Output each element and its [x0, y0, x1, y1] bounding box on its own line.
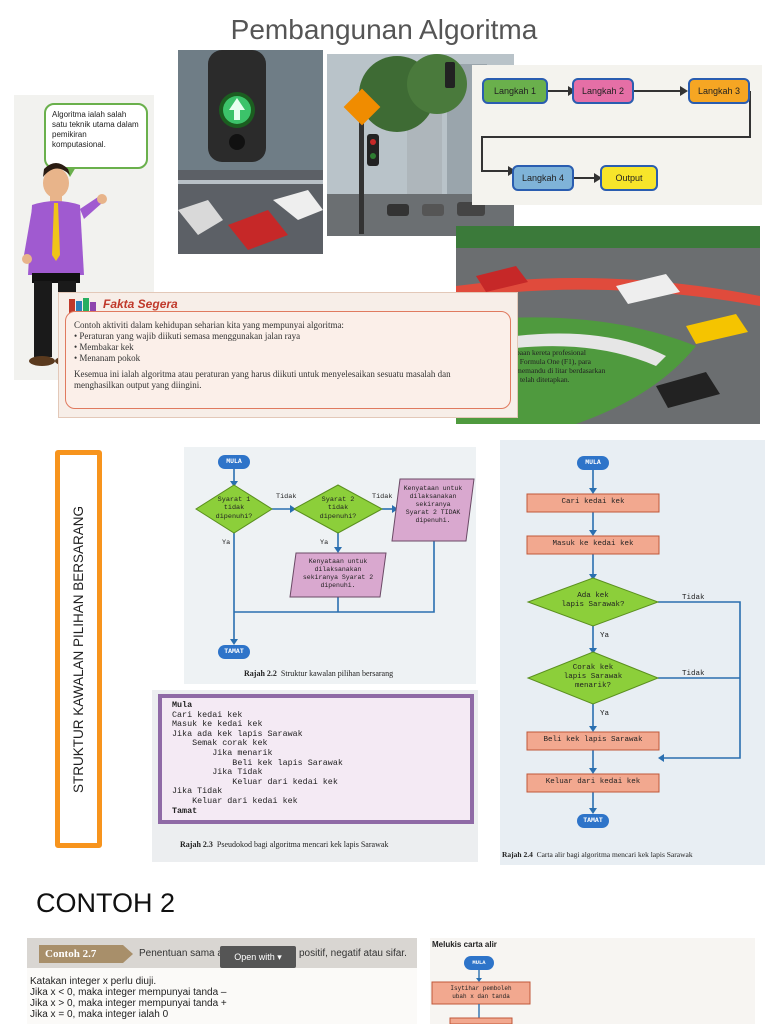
fakta-heading: Fakta Segera [103, 297, 178, 311]
flow2-step-3: Beli kek lapis Sarawak [543, 736, 643, 744]
flow2-end: TAMAT [583, 817, 603, 824]
contoh-header: Contoh 2.7 Penentuan sama ada positif, n… [27, 938, 417, 968]
fakta-list: Peraturan yang wajib diikuti semasa meng… [74, 331, 502, 364]
fakta-summary: Kesemua ini ialah algoritma atau peratur… [74, 369, 451, 390]
code-line: Jika Tidak [172, 767, 263, 778]
fakta-segera-panel: Fakta Segera Contoh aktiviti dalam kehid… [58, 292, 518, 418]
books-icon [69, 298, 96, 313]
pseudocode-panel: Mula Cari kedai kek Masuk ke kedai kek J… [152, 690, 478, 862]
side-label-text: STRUKTUR KAWALAN PILIHAN BERSARANG [71, 505, 86, 793]
flow2-step-1: Cari kedai kek [561, 498, 625, 506]
flow2-no-label: Tidak [682, 594, 705, 602]
carta-alir-panel: Melukis carta alir MULA Isytihar pembole… [430, 938, 755, 1024]
flowchart-2-graphics [526, 456, 741, 828]
fakta-intro: Contoh aktiviti dalam kehidupan seharian… [74, 320, 344, 330]
code-line: Cari kedai kek [172, 709, 243, 720]
flow2-step-4: Keluar dari kedai kek [545, 778, 641, 786]
traffic-light-illustration [178, 50, 323, 254]
list-item: Menanam pokok [74, 353, 502, 364]
list-item: Peraturan yang wajib diikuti semasa meng… [74, 331, 502, 342]
step-output: Output [600, 165, 658, 191]
contoh-lines: Katakan integer x perlu diuji. Jika x < … [30, 976, 227, 1020]
code-line: Keluar dari kedai kek [172, 795, 298, 806]
contoh-panel: Contoh 2.7 Penentuan sama ada positif, n… [27, 938, 417, 1024]
code-line: Beli kek lapis Sarawak [172, 757, 343, 768]
race-caption-line: memandu di litar berdasarkan [516, 366, 606, 375]
side-label-box: STRUKTUR KAWALAN PILIHAN BERSARANG [55, 450, 102, 848]
flow1-no-label: Tidak [372, 493, 393, 501]
carta-graphics [431, 956, 531, 1024]
contoh-line: Jika x > 0, maka integer mempunyai tanda… [30, 998, 227, 1009]
flowchart-kek-lapis: MULA Cari kedai kek Masuk ke kedai kek A… [500, 440, 765, 865]
code-line: Jika ada kek lapis Sarawak [172, 728, 303, 739]
carta-start: MULA [472, 959, 486, 966]
contoh-heading-right: positif, negatif atau sifar. [299, 948, 407, 959]
code-line: Tamat [172, 805, 198, 816]
code-line: Jika Tidak [172, 786, 223, 797]
contoh-line: Jika x < 0, maka integer mempunyai tanda… [30, 987, 227, 998]
step-2: Langkah 2 [572, 78, 634, 104]
race-caption-line: i telah ditetapkan. [516, 375, 570, 384]
step-4: Langkah 4 [512, 165, 574, 191]
race-caption-line: baan kereta profesional [516, 348, 586, 357]
steps-diagram: Langkah 1 Langkah 2 Langkah 3 Langkah 4 … [472, 65, 762, 205]
flow1-start: MULA [226, 458, 242, 465]
fakta-content: Contoh aktiviti dalam kehidupan seharian… [65, 311, 511, 409]
pseudocode-box: Mula Cari kedai kek Masuk ke kedai kek J… [158, 694, 474, 824]
code-line: Mula [172, 700, 193, 710]
code-line: Keluar dari kedai kek [172, 776, 338, 787]
flow1-no-label: Tidak [276, 493, 297, 501]
flow2-start: MULA [585, 459, 601, 466]
flowchart-1-graphics [195, 455, 475, 659]
flow1-yes-label: Ya [320, 539, 329, 547]
section-title: CONTOH 2 [36, 888, 176, 918]
flow1-end: TAMAT [224, 648, 244, 655]
contoh-heading-left: Penentuan sama ada [139, 948, 235, 959]
contoh-line: Jika x = 0, maka integer ialah 0 [30, 1009, 169, 1020]
page-title: Pembangunan Algoritma [230, 14, 538, 45]
code-line: Masuk ke kedai kek [172, 719, 263, 730]
carta-heading: Melukis carta alir [432, 940, 497, 949]
contoh-line: Katakan integer x perlu diuji. [30, 976, 157, 987]
flow2-yes-label: Ya [600, 632, 610, 640]
code-line: Jika menarik [172, 747, 273, 758]
flow1-yes-label: Ya [222, 539, 231, 547]
flow2-no-label: Tidak [682, 670, 705, 678]
chevron-down-icon: ▾ [277, 952, 282, 962]
race-photo-left [178, 50, 323, 254]
open-with-button[interactable]: Open with ▾ [220, 946, 296, 968]
step-1: Langkah 1 [482, 78, 548, 104]
flow2-yes-label: Ya [600, 710, 610, 718]
steps-arrows [481, 86, 751, 183]
flow2-step-2: Masuk ke kedai kek [552, 540, 634, 548]
code-line: Semak corak kek [172, 738, 268, 749]
list-item: Membakar kek [74, 342, 502, 353]
step-3: Langkah 3 [688, 78, 750, 104]
flow2-caption: Rajah 2.4 Carta alir bagi algoritma menc… [502, 850, 693, 859]
flow1-caption: Rajah 2.2 Struktur kawalan pilihan bersa… [244, 669, 394, 678]
contoh-tag: Contoh 2.7 [39, 945, 133, 963]
speech-bubble: Algoritma ialah salah satu teknik utama … [44, 103, 148, 177]
pseudo-caption: Rajah 2.3 Pseudokod bagi algoritma menca… [180, 840, 389, 849]
race-caption-line: , Formula One (F1), para [516, 357, 591, 366]
